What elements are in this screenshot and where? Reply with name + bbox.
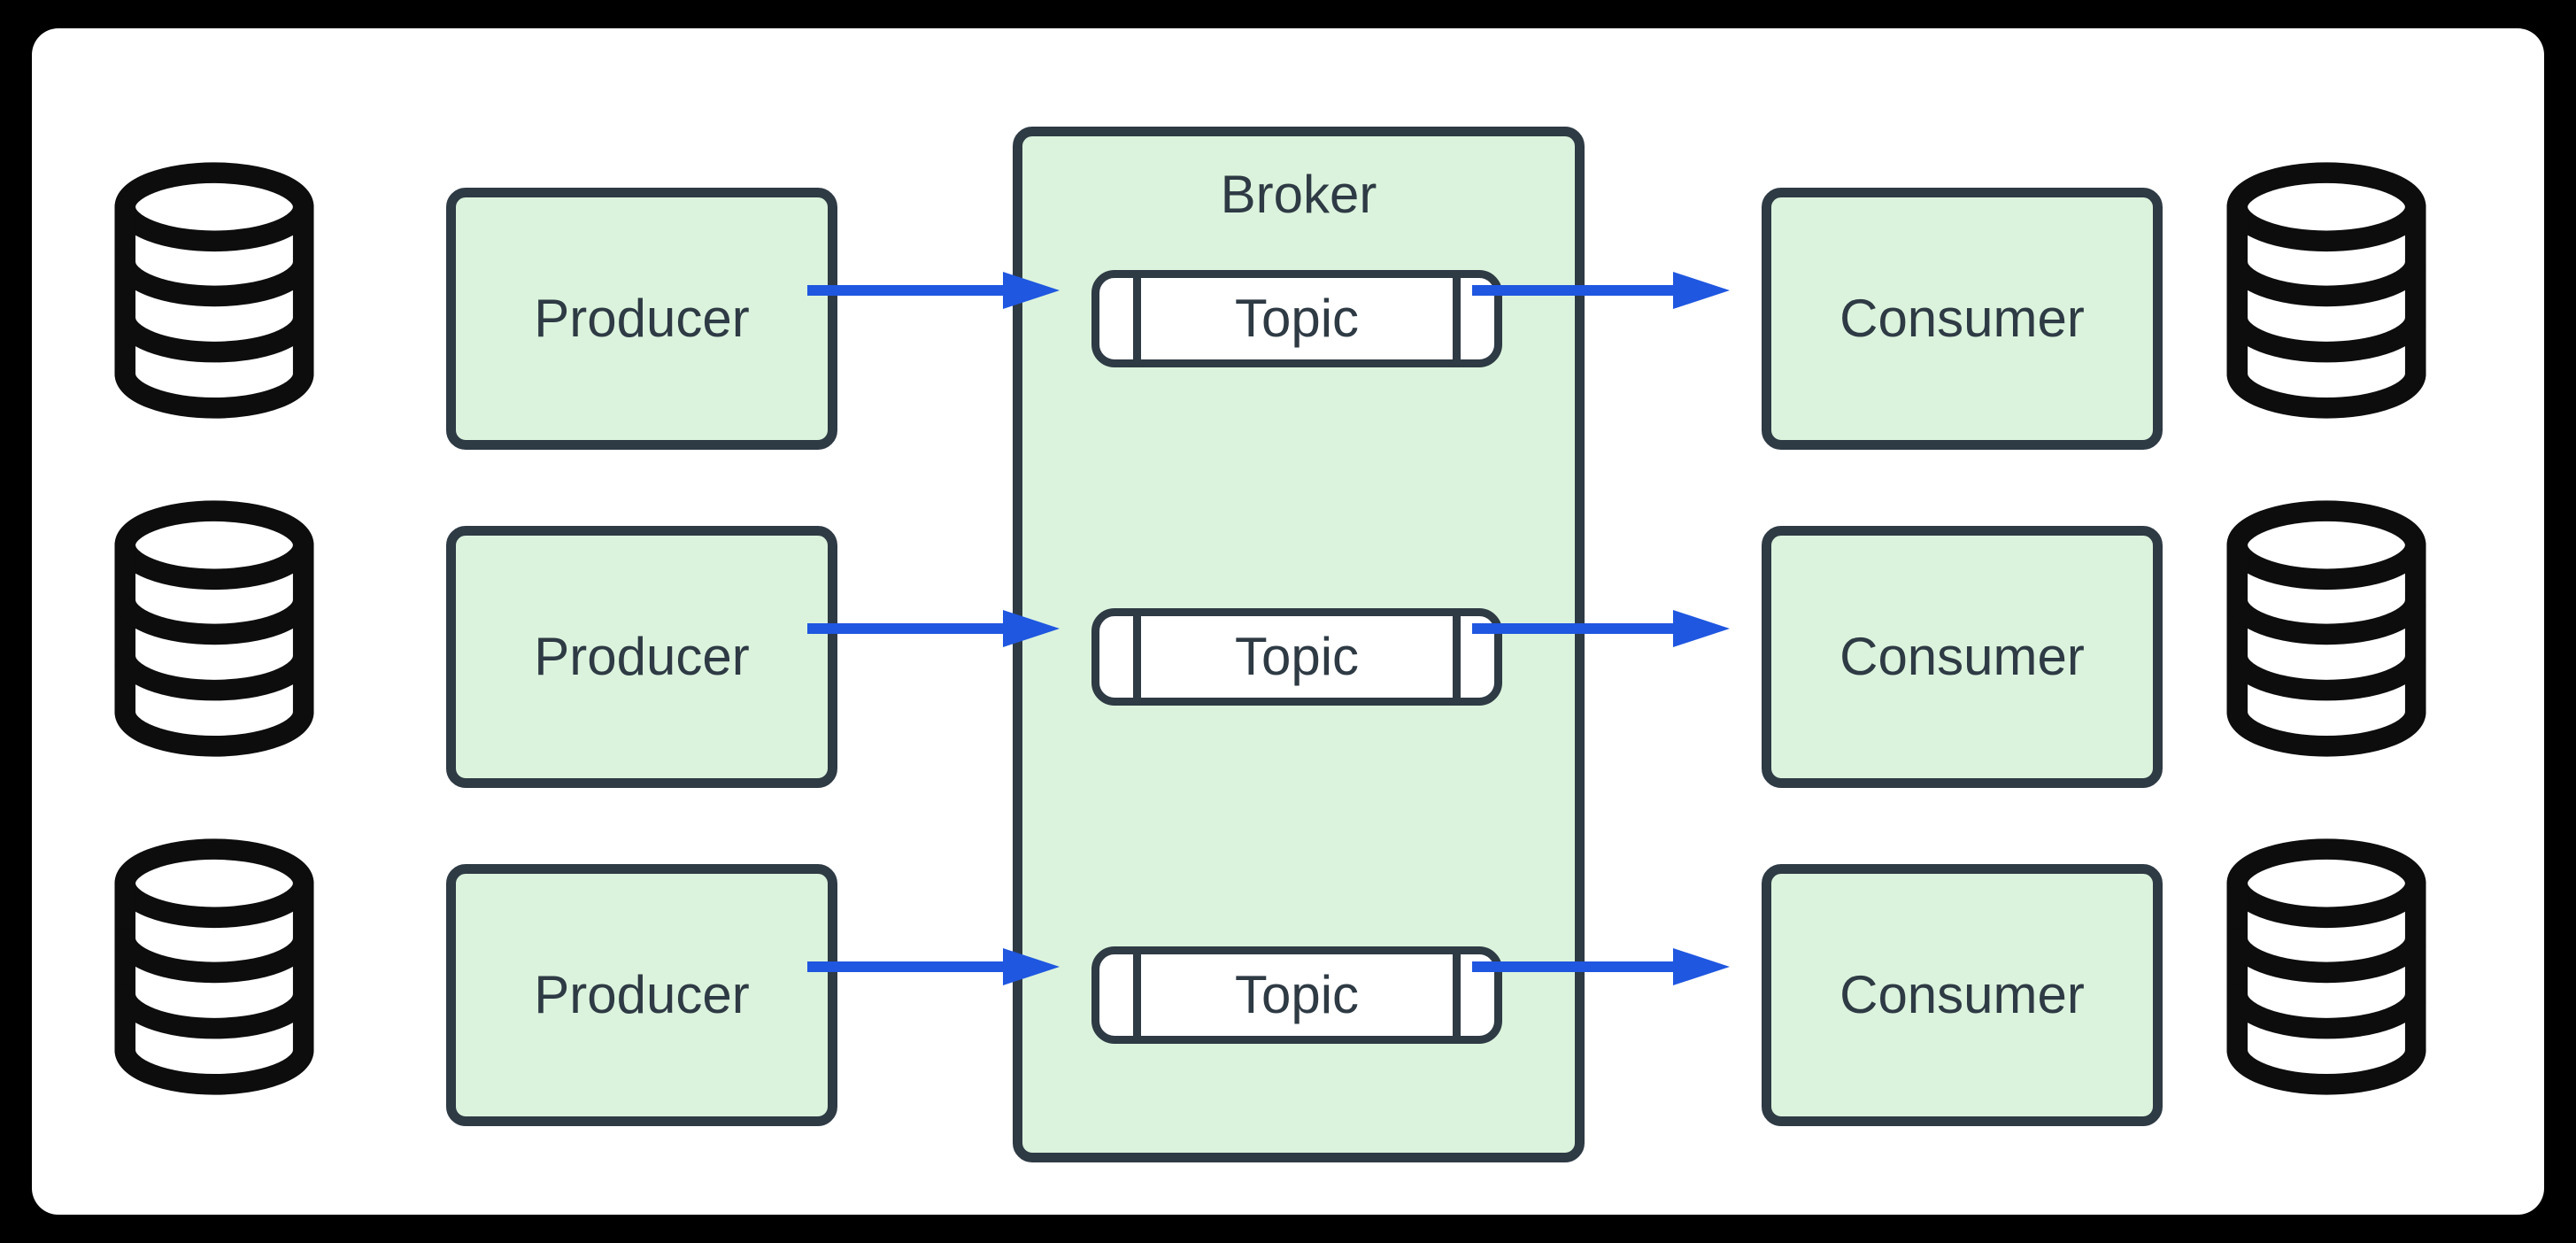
database-icon — [2211, 834, 2441, 1100]
consumer-node: Consumer — [1762, 188, 2163, 450]
consumer-label: Consumer — [1839, 965, 2085, 1024]
topic-queue: Topic — [1091, 608, 1502, 706]
queue-endline — [1133, 953, 1141, 1037]
topic-label: Topic — [1234, 965, 1360, 1024]
topic-queue: Topic — [1091, 946, 1502, 1044]
producer-label: Producer — [534, 965, 750, 1024]
topic-queue: Topic — [1091, 270, 1502, 367]
topic-label: Topic — [1234, 627, 1360, 686]
database-icon — [2211, 158, 2441, 423]
consumer-label: Consumer — [1839, 627, 2085, 686]
queue-endline — [1453, 615, 1461, 699]
producer-node: Producer — [446, 188, 837, 450]
consumer-node: Consumer — [1762, 526, 2163, 788]
queue-endline — [1133, 277, 1141, 360]
queue-endline — [1453, 953, 1461, 1037]
consumer-label: Consumer — [1839, 289, 2085, 348]
diagram-canvas: Producer Producer Producer Broker Topic … — [32, 28, 2544, 1215]
queue-endline — [1453, 277, 1461, 360]
queue-endline — [1133, 615, 1141, 699]
topic-label: Topic — [1234, 289, 1360, 348]
broker-label: Broker — [1220, 165, 1377, 224]
database-icon — [99, 496, 329, 761]
database-icon — [99, 834, 329, 1100]
producer-label: Producer — [534, 289, 750, 348]
database-icon — [99, 158, 329, 423]
database-icon — [2211, 496, 2441, 761]
producer-node: Producer — [446, 864, 837, 1126]
producer-label: Producer — [534, 627, 750, 686]
consumer-node: Consumer — [1762, 864, 2163, 1126]
producer-node: Producer — [446, 526, 837, 788]
